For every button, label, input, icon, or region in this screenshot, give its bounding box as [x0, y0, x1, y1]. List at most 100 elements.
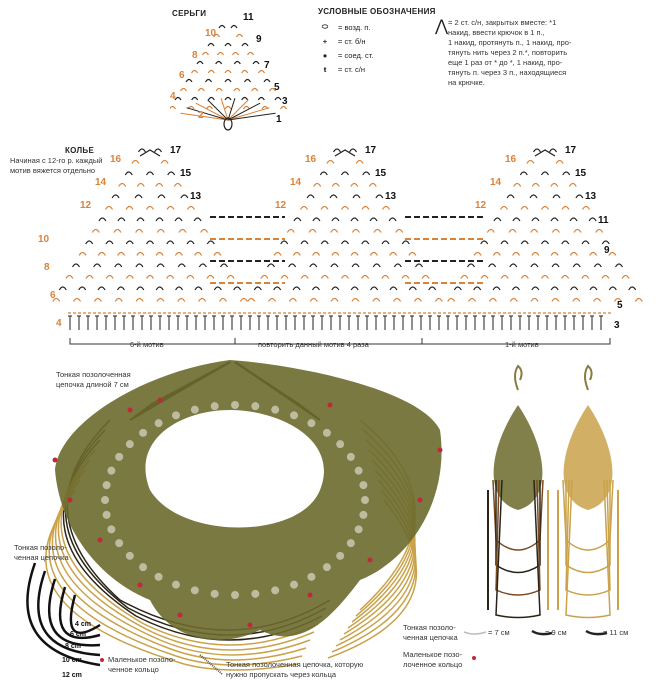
stitch-arc: [308, 228, 317, 233]
stitch-arc: [589, 251, 598, 256]
stitch-arc: [330, 297, 339, 302]
stitch-arc: [186, 205, 196, 210]
stitch-arc: [320, 274, 329, 279]
stitch-arc: [581, 274, 590, 279]
label-line: Тонкая позолоченная: [56, 370, 131, 379]
label-line: ченное кольцо: [108, 665, 159, 674]
stitch-arc: [581, 240, 590, 245]
stitch-arc: [488, 297, 497, 302]
ear-hook: [584, 364, 593, 391]
stitch-arc: [551, 263, 560, 268]
stitch-arc: [190, 69, 199, 74]
lace-hole: [210, 589, 219, 598]
row-number: 7: [264, 60, 270, 71]
stitch-arc: [224, 105, 232, 110]
gold-ring: [307, 592, 313, 598]
stitch-arc: [186, 240, 195, 245]
stitch-arc: [174, 96, 182, 101]
lace-collar: [55, 360, 442, 640]
stitch-arc: [373, 228, 382, 233]
legend-label: = ст. б/н: [338, 36, 366, 46]
stitch-arc: [117, 217, 126, 222]
stitch-arc: [292, 286, 301, 291]
stitch-arc: [313, 182, 322, 187]
lace-hole: [359, 510, 368, 519]
row-number: 13: [385, 191, 397, 202]
stitch-arc: [288, 297, 297, 302]
stitch-arc: [78, 251, 87, 256]
cluster-line: на крючке.: [448, 78, 485, 87]
stitch-arc: [550, 251, 559, 256]
label-line: Тонкая позолоченная цепочка, которую: [226, 660, 364, 669]
stitch-arc: [414, 263, 424, 268]
stitch-arc: [247, 297, 256, 302]
stitch-arc: [242, 105, 251, 110]
stitch-arc: [167, 171, 176, 176]
gold-ring: [327, 402, 333, 408]
lace-hole: [290, 580, 299, 589]
length-label: 4 cm: [75, 621, 91, 628]
label-line: Тонкая позоло-: [403, 623, 456, 632]
row-number: 17: [565, 145, 577, 156]
stitch-arc: [185, 78, 193, 83]
cluster-stitch-icon: ⋀: [435, 18, 449, 35]
stitch-arc: [288, 263, 297, 268]
lace-hole: [190, 405, 199, 414]
lace-hole: [361, 496, 369, 504]
stitch-arc: [239, 297, 248, 302]
fan-stitch: [186, 107, 229, 121]
row-number: 16: [110, 154, 122, 165]
stitch-arc: [331, 182, 340, 187]
stitch-arc: [393, 263, 402, 268]
stitch-arc: [513, 182, 522, 187]
lace-hole: [102, 481, 111, 490]
fan-stitch: [227, 102, 261, 121]
gold-ring: [137, 582, 143, 588]
lace-hole: [154, 419, 163, 428]
row-number: 15: [575, 168, 587, 179]
stitch-arc: [500, 240, 509, 245]
stitch-arc: [224, 96, 232, 101]
stitch-arc: [569, 217, 578, 222]
stitch-arc: [613, 297, 622, 302]
stitch-arc: [111, 194, 120, 199]
legend-label: = соед. ст.: [338, 50, 374, 60]
lace-hole: [231, 591, 239, 599]
stitch-arc: [65, 274, 74, 279]
stitch-arc: [361, 205, 370, 210]
stitch-arc: [273, 286, 282, 291]
stitch-arc: [350, 217, 359, 222]
stitch-arc: [561, 205, 570, 210]
stitch-arc: [251, 87, 259, 92]
gold-ring: [177, 612, 183, 618]
lace-hole: [115, 539, 124, 548]
stitch-arc: [268, 87, 277, 92]
stitch-arc: [58, 286, 67, 291]
earring-chain: [565, 479, 611, 596]
stitch-arc: [548, 148, 558, 153]
row-number: 11: [598, 215, 609, 226]
stitch-arc: [331, 217, 340, 222]
ear-hook: [514, 364, 523, 391]
thread-label: Тонкая позолоченная цепочка, которую нуж…: [226, 660, 363, 680]
length-sample: [69, 594, 101, 635]
legend-item: ⬭= возд. п.: [318, 20, 436, 34]
stitch-arc: [381, 205, 391, 210]
chain-left-label: Тонкая позоло- ченная цепочка: [14, 543, 69, 563]
stitch-arc: [137, 148, 147, 153]
stitch-arc: [174, 217, 183, 222]
stitch-arc: [114, 263, 123, 268]
stitch-arc: [191, 96, 199, 101]
stitch-arc: [331, 286, 340, 291]
lace-hole: [190, 586, 199, 595]
stitch-arc: [552, 194, 561, 199]
stitch-arc: [246, 51, 255, 56]
stitch-arc: [388, 217, 397, 222]
stitch-arc: [274, 96, 282, 101]
stitch-arc: [241, 96, 249, 101]
stitch-arc: [351, 263, 360, 268]
length-sample: [37, 570, 101, 657]
stitch-arc: [186, 274, 195, 279]
stitch-arc: [125, 240, 134, 245]
